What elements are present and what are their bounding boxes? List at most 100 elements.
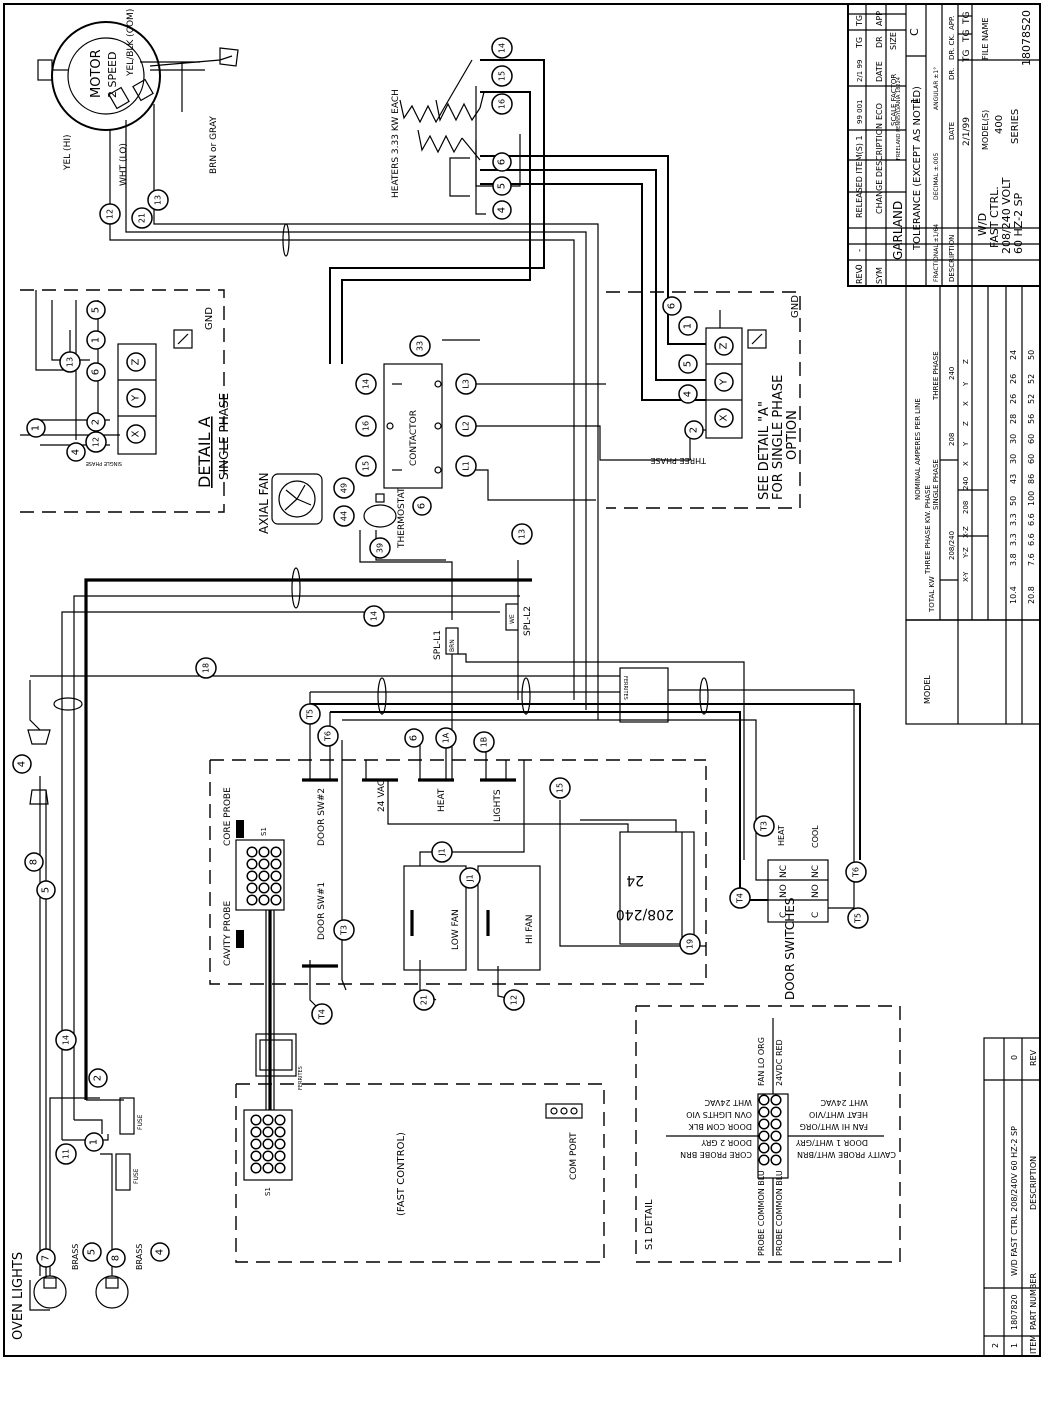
connector-pin <box>250 1126 262 1138</box>
door-sw2-label: DOOR SW#2 <box>317 788 327 846</box>
wire-marker-circle <box>26 418 46 438</box>
three-phase-line: Y <box>962 441 970 447</box>
s1-bottom-label: S1 <box>264 1187 272 1196</box>
wire-marker-circle <box>455 455 477 477</box>
model-label: MODEL(S) <box>981 110 990 150</box>
ck-value: TG <box>962 30 972 43</box>
wire-marker-label: 12 <box>510 995 519 1005</box>
wire-marker-circle <box>355 373 377 395</box>
amps-cell: 60 <box>1027 454 1036 464</box>
wire-marker-circle <box>847 907 869 929</box>
model-header: MODEL <box>923 675 932 704</box>
heaters-label: HEATERS 3.33 KW EACH <box>391 89 401 198</box>
wire-marker-label: 15 <box>498 71 507 81</box>
s1-pin-bottom-5: CAVITY PROBE WHT/BRN <box>797 1150 896 1159</box>
connector-pin <box>274 1126 286 1138</box>
wire-marker-circle <box>549 777 571 799</box>
splice-l1-brn: BRN <box>449 639 456 652</box>
wire-marker-label: 19 <box>686 939 695 949</box>
rev-0-dr: TG <box>855 37 864 49</box>
wire-marker-label: 15 <box>556 783 565 793</box>
app-value: TG <box>962 12 972 25</box>
wire-marker-label: 8 <box>111 1255 122 1261</box>
description-label: DESCRIPTION <box>948 235 956 282</box>
splice-l2-we: WE <box>509 614 516 624</box>
connector-pin <box>262 1126 274 1138</box>
wire-marker-circle <box>355 415 377 437</box>
three-phase-volt: 208 <box>948 433 956 446</box>
wire-marker-circle <box>126 424 146 444</box>
wire-marker-circle <box>126 388 146 408</box>
detail-a-sub: SINGLE PHASE <box>217 393 231 480</box>
see-detail-line-1: SEE DETAIL "A" <box>757 401 772 500</box>
wire-marker-circle <box>317 725 339 747</box>
fast-control: S1 (FAST CONTROL) COM PORT <box>235 1083 605 1263</box>
wire-marker-circle <box>409 335 431 357</box>
wire-marker-label: 13 <box>154 195 163 205</box>
amps-cell: 56 <box>1027 414 1036 424</box>
door-sw-c-top: C <box>779 912 789 918</box>
wire-marker-circle <box>85 431 107 453</box>
rev-0-desc: RELEASED ITEM(S) 1 <box>855 135 864 218</box>
amps-cell: 86 <box>1027 474 1036 484</box>
wire-marker-circle <box>753 815 775 837</box>
wire-marker-label: 4 <box>683 391 694 397</box>
wire-marker-label: 14 <box>362 379 371 389</box>
wire-marker-label: L2 <box>462 421 471 431</box>
wire-marker-label: 5 <box>87 1249 98 1255</box>
wire-marker-circle <box>36 880 56 900</box>
axial-fan: AXIAL FAN <box>257 472 323 534</box>
wire-marker-label: 6 <box>667 303 678 309</box>
wire-marker-label: T4 <box>736 893 745 904</box>
heaters: HEATERS 3.33 KW EACH <box>391 59 485 198</box>
amps-cell: 43 <box>1009 474 1018 484</box>
motor: MOTOR 2 SPEED YEL/BLK (COM) YEL (HI) WHT… <box>37 9 239 186</box>
amps-cell: 52 <box>1027 374 1036 384</box>
wire-marker-circle <box>147 189 169 211</box>
wire-marker-label: 1 <box>683 323 694 329</box>
wire-marker-label: 4 <box>17 761 28 767</box>
dr-label: DR <box>875 36 884 48</box>
amps-cell: 30 <box>1009 454 1018 464</box>
connector-pin <box>770 1106 782 1118</box>
oven-lights: OVEN LIGHTS BRASS BRASS FUSE FUSE <box>11 1097 144 1340</box>
contactor: CONTACTOR <box>383 363 443 489</box>
model-value: 400 <box>994 115 1005 134</box>
oven-lights-label: OVEN LIGHTS <box>11 1252 26 1340</box>
wire-marker-circle <box>150 1242 170 1262</box>
wire-marker-circle <box>88 1068 108 1088</box>
wire-marker-circle <box>82 1242 102 1262</box>
connector-pin <box>274 1138 286 1150</box>
wire-marker-circle <box>431 841 453 863</box>
wire-marker-label: T3 <box>760 821 769 832</box>
rev-0-sym: - <box>855 249 865 252</box>
door-sw-no-top: NO <box>779 884 789 898</box>
connector-pin <box>246 870 258 882</box>
s1-pin-bottom-1: WHT 24VAC <box>820 1098 868 1107</box>
description-line-4: 60 HZ-2 SP <box>1012 192 1025 254</box>
brass-2: BRASS <box>135 1244 144 1270</box>
amps-cell: 6.6 <box>1027 513 1036 526</box>
motor-com: YEL/BLK (COM) <box>126 9 136 77</box>
transformer-bottom: 208/240 <box>616 906 674 922</box>
wire-marker-circle <box>86 362 106 382</box>
wire-marker-circle <box>55 1029 77 1051</box>
connector-pin <box>770 1130 782 1142</box>
wire-marker-circle <box>363 605 385 627</box>
wire-marker-label: 2 <box>91 419 102 425</box>
three-phase-header: THREE PHASE <box>932 351 940 401</box>
wire-marker-circle <box>86 330 106 350</box>
tolerance: TOLERANCE (EXCEPT AS NOTED) <box>912 86 923 251</box>
parts-list: ITEM PART NUMBER DESCRIPTION REV 1 18078… <box>983 1037 1041 1357</box>
wire-marker-label: T6 <box>852 867 861 878</box>
wire-marker-circle <box>12 754 32 774</box>
wire-marker-label: 5 <box>497 183 508 189</box>
angular: ANGULAR ±1° <box>933 67 940 110</box>
connector-pin <box>250 1114 262 1126</box>
connector-pin <box>246 846 258 858</box>
wire-marker-circle <box>678 384 698 404</box>
parts-rev-label: REV <box>1029 1049 1038 1066</box>
fuse-2: FUSE <box>133 1168 140 1184</box>
app-header: APP. <box>948 16 956 30</box>
wire-marker-label: 1 <box>89 1139 100 1145</box>
